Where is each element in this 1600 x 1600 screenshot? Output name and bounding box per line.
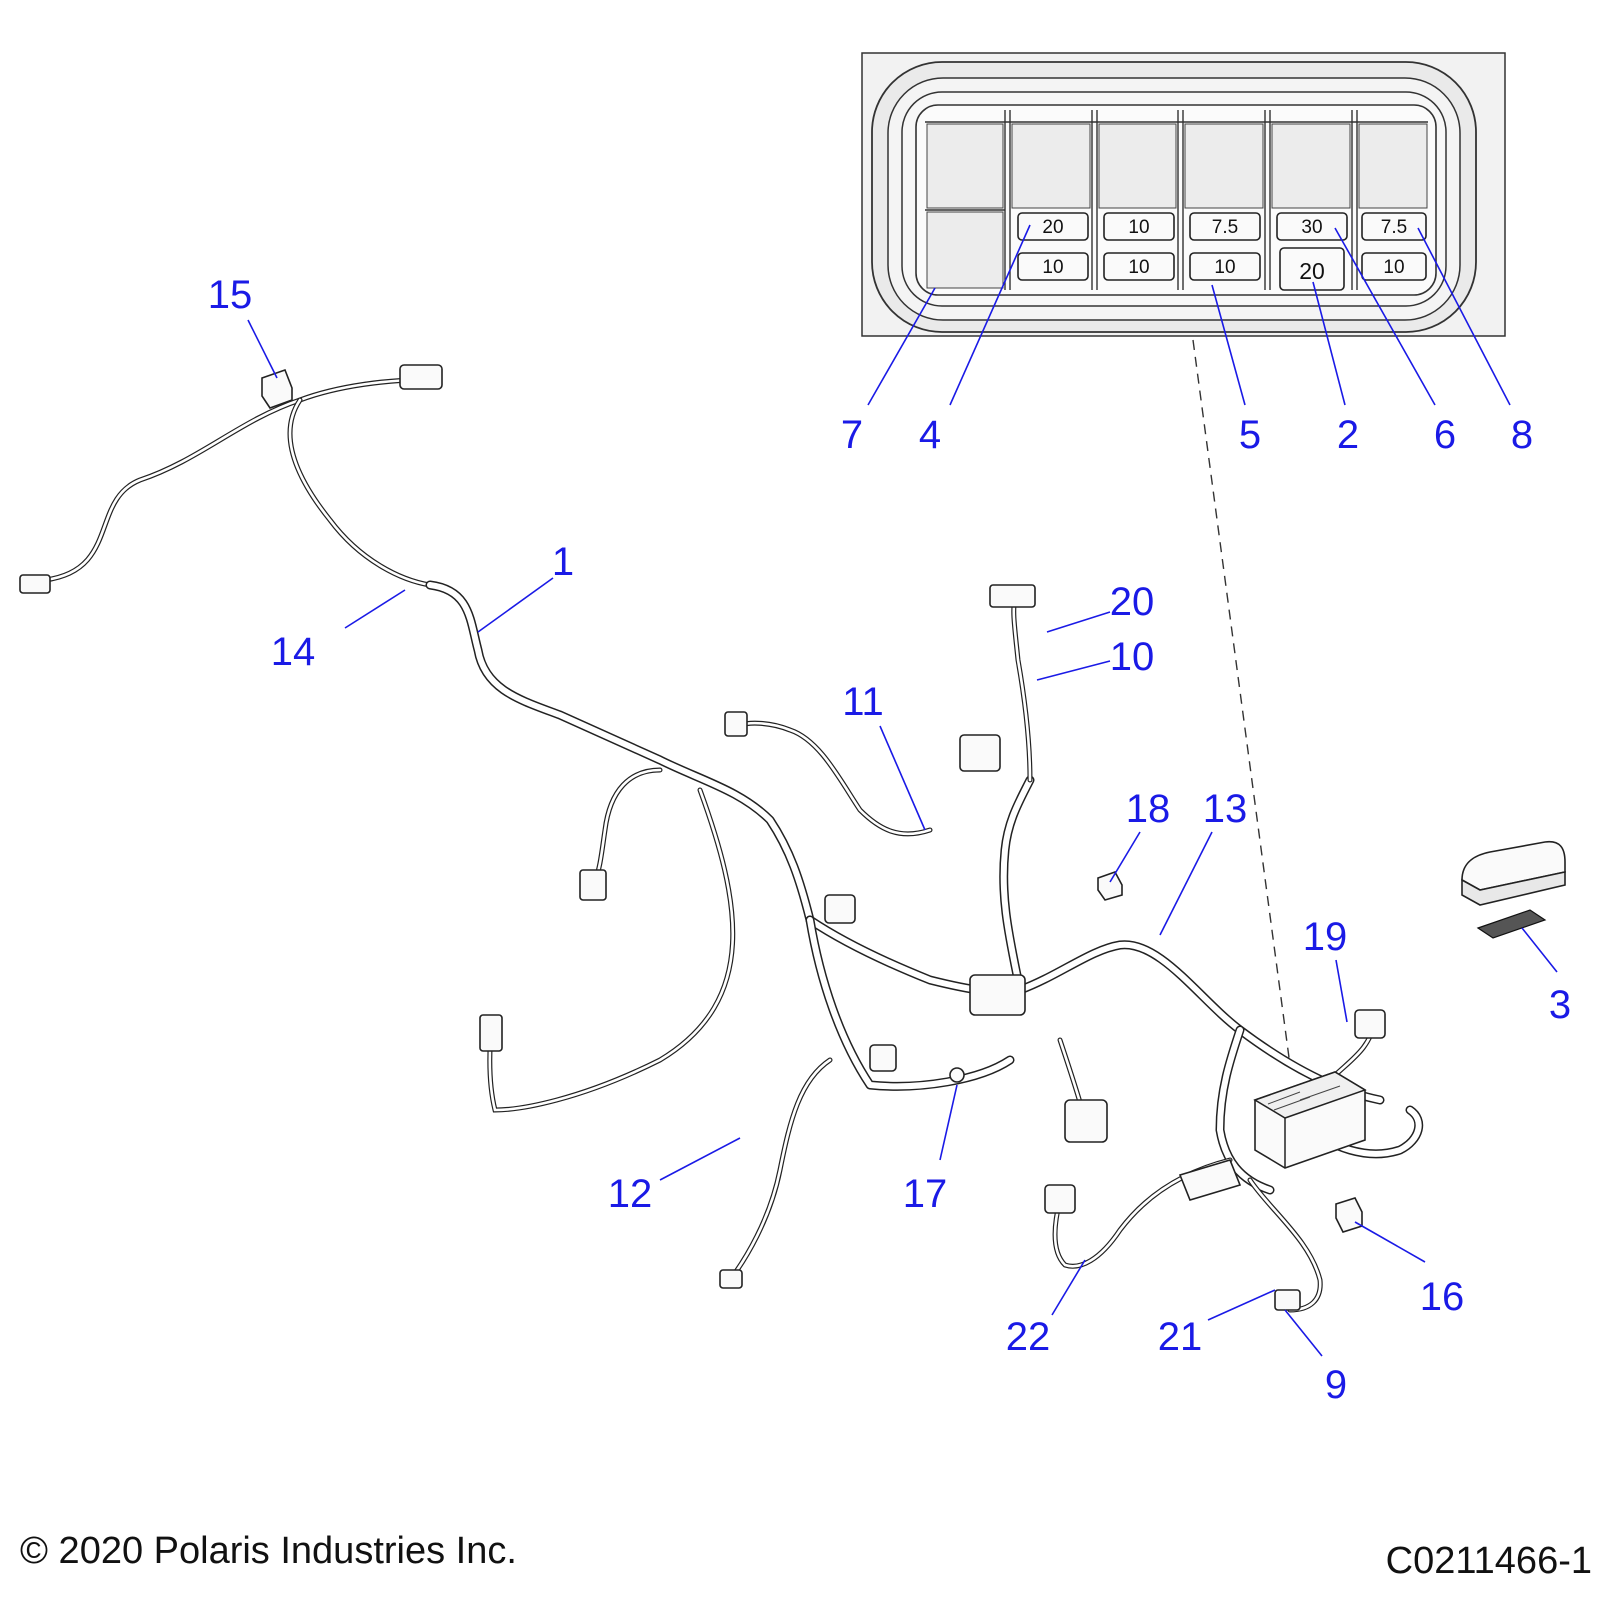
callout-10: 10 bbox=[1110, 635, 1155, 679]
callout-15: 15 bbox=[208, 273, 253, 317]
grommet-15 bbox=[261, 368, 293, 409]
callout-17: 17 bbox=[903, 1172, 948, 1216]
fuse-value: 7.5 bbox=[1212, 217, 1238, 238]
connector bbox=[959, 734, 1001, 772]
callout-20: 20 bbox=[1110, 580, 1155, 624]
callout-labels: 1 2 3 4 5 6 7 8 9 10 11 12 13 14 15 16 1… bbox=[208, 273, 1571, 1407]
connector bbox=[1064, 1099, 1108, 1143]
callout-3: 3 bbox=[1549, 983, 1571, 1027]
connector bbox=[1274, 1289, 1301, 1311]
clip-18 bbox=[1097, 871, 1123, 901]
callout-19: 19 bbox=[1303, 915, 1348, 959]
callout-6: 6 bbox=[1434, 413, 1456, 457]
connector bbox=[989, 584, 1036, 608]
callout-8: 8 bbox=[1511, 413, 1533, 457]
callout-22: 22 bbox=[1006, 1315, 1051, 1359]
callout-16: 16 bbox=[1420, 1275, 1465, 1319]
connector bbox=[724, 711, 748, 737]
callout-5: 5 bbox=[1239, 413, 1261, 457]
callout-9: 9 bbox=[1325, 1363, 1347, 1407]
projection-line bbox=[1192, 339, 1291, 1066]
fuse-value: 20 bbox=[1042, 217, 1063, 238]
clip-16 bbox=[1335, 1197, 1363, 1233]
fuse-row-1: 20 10 7.5 30 7.5 bbox=[1017, 212, 1427, 241]
connector bbox=[1044, 1184, 1076, 1214]
callout-18: 18 bbox=[1126, 787, 1171, 831]
callout-7: 7 bbox=[841, 413, 863, 457]
callout-4: 4 bbox=[919, 413, 941, 457]
fuse-value: 10 bbox=[1042, 257, 1063, 278]
fuse-value: 10 bbox=[1383, 257, 1404, 278]
fuse-value: 7.5 bbox=[1381, 217, 1407, 238]
connector bbox=[719, 1269, 743, 1289]
fuse-cover-3 bbox=[1461, 840, 1566, 906]
callout-2: 2 bbox=[1337, 413, 1359, 457]
fuse-box-inset: 20 10 7.5 30 7.5 10 10 10 20 10 bbox=[861, 52, 1506, 337]
connector bbox=[824, 894, 856, 924]
connector bbox=[1354, 1009, 1386, 1039]
fuse-value: 10 bbox=[1128, 257, 1149, 278]
leader-lines bbox=[247, 224, 1558, 1357]
connector bbox=[579, 869, 607, 901]
fuse-value: 10 bbox=[1128, 217, 1149, 238]
harness-connectors bbox=[19, 364, 1386, 1311]
callout-14: 14 bbox=[271, 630, 316, 674]
fuse-box-assembly bbox=[1253, 1071, 1367, 1169]
bolt-17 bbox=[949, 1067, 965, 1083]
drawing-number: C0211466-1 bbox=[1385, 1540, 1592, 1582]
connector bbox=[869, 1044, 897, 1072]
connector bbox=[969, 974, 1026, 1016]
relay-block bbox=[1178, 1159, 1242, 1201]
connector bbox=[479, 1014, 503, 1052]
fuse-row-2: 10 10 10 20 10 bbox=[1017, 247, 1427, 291]
callout-21: 21 bbox=[1158, 1315, 1203, 1359]
connector bbox=[19, 574, 51, 594]
loose-parts bbox=[261, 368, 1566, 1233]
callout-12: 12 bbox=[608, 1172, 653, 1216]
connector bbox=[399, 364, 443, 390]
fuse-label-3 bbox=[1476, 909, 1547, 939]
fuse-value: 20 bbox=[1299, 258, 1325, 284]
fuse-value: 30 bbox=[1301, 217, 1322, 238]
fuse-value: 10 bbox=[1214, 257, 1235, 278]
callout-1: 1 bbox=[552, 540, 574, 584]
callout-11: 11 bbox=[842, 680, 884, 724]
copyright-notice: © 2020 Polaris Industries Inc. bbox=[20, 1530, 517, 1572]
callout-13: 13 bbox=[1203, 787, 1248, 831]
